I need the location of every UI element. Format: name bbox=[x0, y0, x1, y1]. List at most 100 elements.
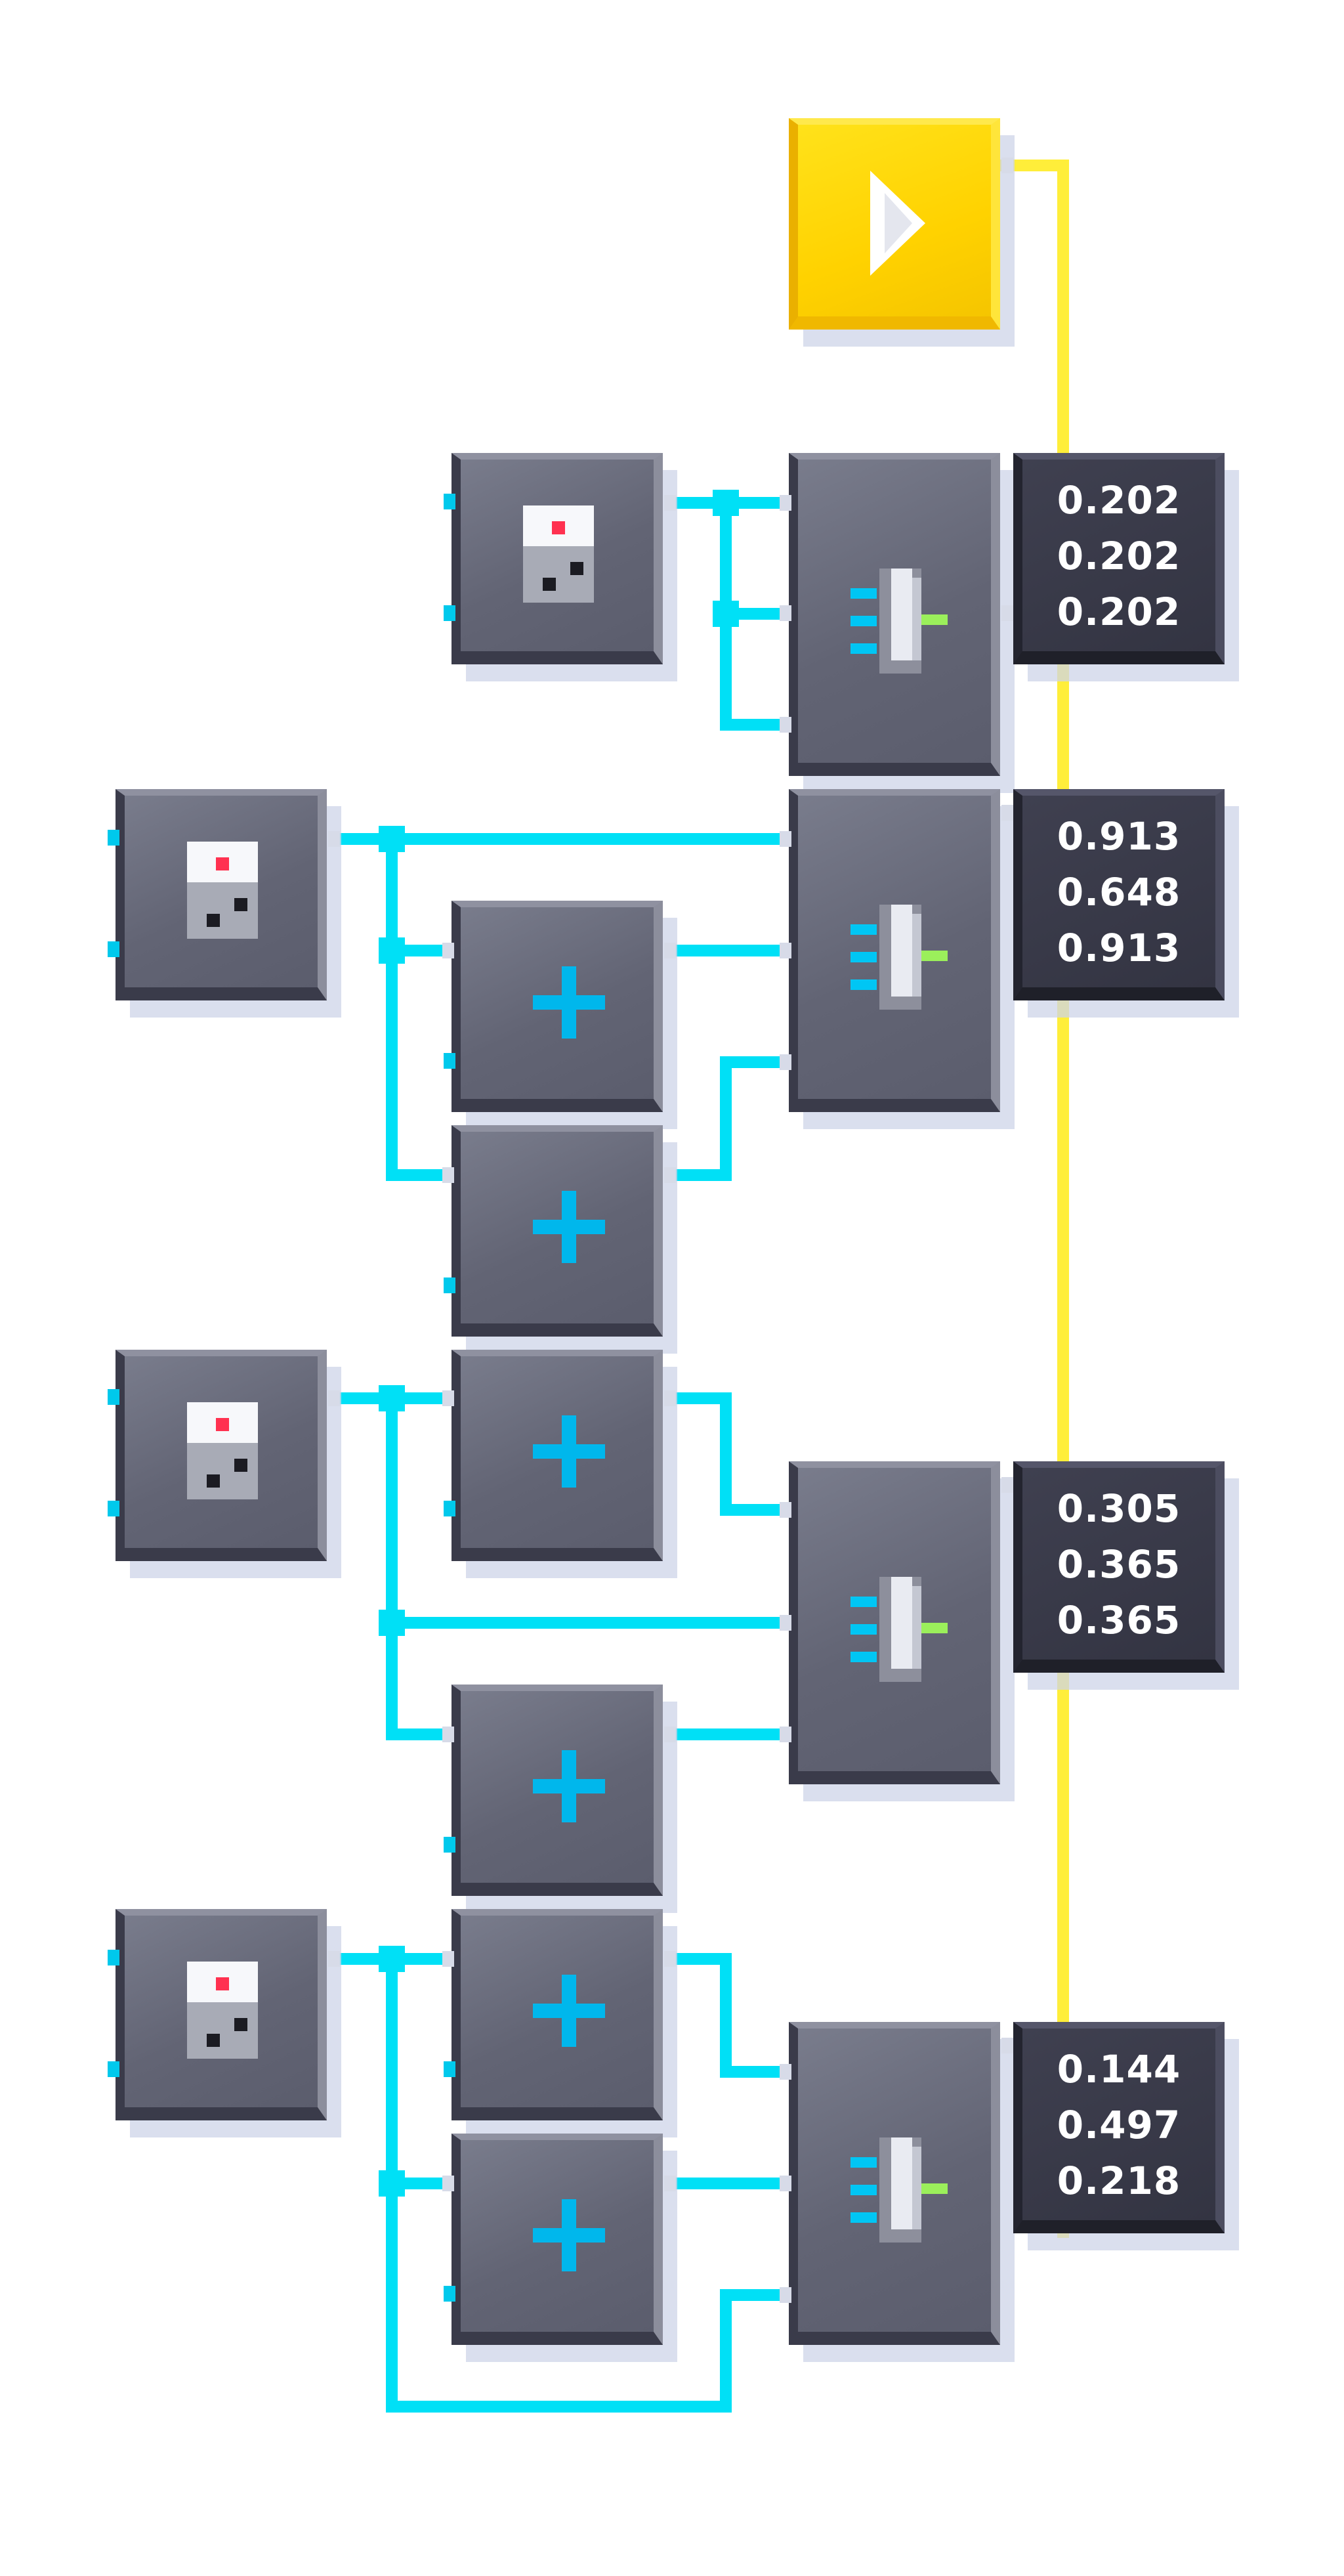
input-port[interactable] bbox=[108, 2061, 119, 2077]
input-port[interactable] bbox=[442, 943, 454, 958]
input-port[interactable] bbox=[780, 2064, 791, 2080]
input-port[interactable] bbox=[108, 830, 119, 846]
combiner-icon bbox=[850, 1577, 949, 1682]
wire-junction bbox=[713, 490, 739, 516]
data-wire bbox=[386, 1392, 450, 1740]
combiner-icon bbox=[850, 2137, 949, 2243]
wire-junction bbox=[379, 937, 405, 964]
combiner-node[interactable] bbox=[789, 1461, 1000, 1784]
output-port[interactable] bbox=[328, 1951, 340, 1967]
input-port[interactable] bbox=[108, 1501, 119, 1516]
input-port[interactable] bbox=[444, 2061, 455, 2077]
input-port[interactable] bbox=[780, 2287, 791, 2303]
input-port[interactable] bbox=[780, 605, 791, 621]
output-port[interactable] bbox=[328, 1390, 340, 1406]
display-values: 0.202 0.202 0.202 bbox=[1022, 473, 1215, 640]
random-source-node[interactable] bbox=[452, 453, 663, 664]
input-port[interactable] bbox=[444, 1277, 455, 1293]
input-port[interactable] bbox=[442, 2176, 454, 2191]
display-value: 0.648 bbox=[1057, 870, 1181, 914]
input-port[interactable] bbox=[108, 1950, 119, 1965]
input-port[interactable] bbox=[780, 1502, 791, 1518]
plus-icon bbox=[533, 966, 605, 1039]
input-port[interactable] bbox=[444, 2286, 455, 2302]
input-port[interactable] bbox=[444, 494, 455, 509]
display-value: 0.202 bbox=[1057, 478, 1181, 523]
dice-random-icon bbox=[187, 1402, 258, 1499]
display-values: 0.144 0.497 0.218 bbox=[1022, 2042, 1215, 2209]
combiner-icon bbox=[850, 905, 949, 1010]
display-value: 0.305 bbox=[1057, 1486, 1181, 1531]
plus-icon bbox=[533, 1975, 605, 2047]
value-display-node: 0.144 0.497 0.218 bbox=[1013, 2022, 1225, 2233]
input-port[interactable] bbox=[780, 717, 791, 733]
input-port[interactable] bbox=[442, 1390, 454, 1406]
combiner-node[interactable] bbox=[789, 789, 1000, 1112]
input-port[interactable] bbox=[780, 943, 791, 958]
add-node[interactable] bbox=[452, 1685, 663, 1896]
output-port[interactable] bbox=[1001, 158, 1013, 173]
play-triangle-icon bbox=[870, 171, 925, 276]
random-source-node[interactable] bbox=[116, 1909, 327, 2120]
input-port[interactable] bbox=[442, 1167, 454, 1183]
input-port[interactable] bbox=[780, 1054, 791, 1070]
input-port[interactable] bbox=[780, 495, 791, 511]
display-value: 0.202 bbox=[1057, 534, 1181, 578]
display-value: 0.144 bbox=[1057, 2047, 1181, 2092]
output-port[interactable] bbox=[1001, 2038, 1013, 2053]
output-port[interactable] bbox=[664, 1390, 676, 1406]
plus-icon bbox=[533, 1191, 605, 1263]
add-node[interactable] bbox=[452, 901, 663, 1112]
data-wire bbox=[670, 1392, 787, 1516]
dice-random-icon bbox=[187, 842, 258, 939]
add-node[interactable] bbox=[452, 2134, 663, 2345]
data-wire bbox=[720, 497, 787, 731]
display-value: 0.913 bbox=[1057, 814, 1181, 859]
output-port[interactable] bbox=[664, 1951, 676, 1967]
display-value: 0.365 bbox=[1057, 1598, 1181, 1642]
random-source-node[interactable] bbox=[116, 789, 327, 1000]
input-port[interactable] bbox=[444, 1837, 455, 1853]
combiner-node[interactable] bbox=[789, 2022, 1000, 2345]
value-display-node: 0.202 0.202 0.202 bbox=[1013, 453, 1225, 664]
output-port[interactable] bbox=[1001, 805, 1013, 821]
input-port[interactable] bbox=[444, 605, 455, 621]
output-port[interactable] bbox=[328, 831, 340, 847]
display-values: 0.305 0.365 0.365 bbox=[1022, 1481, 1215, 1648]
display-value: 0.365 bbox=[1057, 1542, 1181, 1587]
plus-icon bbox=[533, 1415, 605, 1488]
value-display-node: 0.305 0.365 0.365 bbox=[1013, 1461, 1225, 1673]
wire-junction bbox=[379, 1610, 405, 1636]
input-port[interactable] bbox=[444, 1501, 455, 1516]
input-port[interactable] bbox=[780, 831, 791, 847]
output-port[interactable] bbox=[664, 1167, 676, 1183]
input-port[interactable] bbox=[780, 1615, 791, 1631]
input-port[interactable] bbox=[108, 1389, 119, 1405]
add-node[interactable] bbox=[452, 1909, 663, 2120]
random-source-node[interactable] bbox=[116, 1350, 327, 1561]
output-port[interactable] bbox=[664, 943, 676, 958]
add-node[interactable] bbox=[452, 1125, 663, 1337]
add-node[interactable] bbox=[452, 1350, 663, 1561]
display-value: 0.202 bbox=[1057, 590, 1181, 634]
output-port[interactable] bbox=[664, 2176, 676, 2191]
input-port[interactable] bbox=[442, 1951, 454, 1967]
play-node[interactable] bbox=[789, 118, 1000, 330]
output-port[interactable] bbox=[1001, 605, 1013, 621]
combiner-node[interactable] bbox=[789, 453, 1000, 776]
data-wire bbox=[670, 1056, 787, 1181]
input-port[interactable] bbox=[780, 2176, 791, 2191]
input-port[interactable] bbox=[780, 1727, 791, 1742]
input-port[interactable] bbox=[442, 1727, 454, 1742]
data-wire bbox=[670, 1953, 787, 2078]
display-value: 0.913 bbox=[1057, 926, 1181, 970]
input-port[interactable] bbox=[108, 941, 119, 957]
display-value: 0.497 bbox=[1057, 2103, 1181, 2147]
data-wire bbox=[386, 833, 450, 1181]
output-port[interactable] bbox=[664, 495, 676, 511]
input-port[interactable] bbox=[444, 1053, 455, 1069]
output-port[interactable] bbox=[1001, 1477, 1013, 1493]
output-port[interactable] bbox=[664, 1727, 676, 1742]
wire-junction bbox=[379, 1946, 405, 1972]
